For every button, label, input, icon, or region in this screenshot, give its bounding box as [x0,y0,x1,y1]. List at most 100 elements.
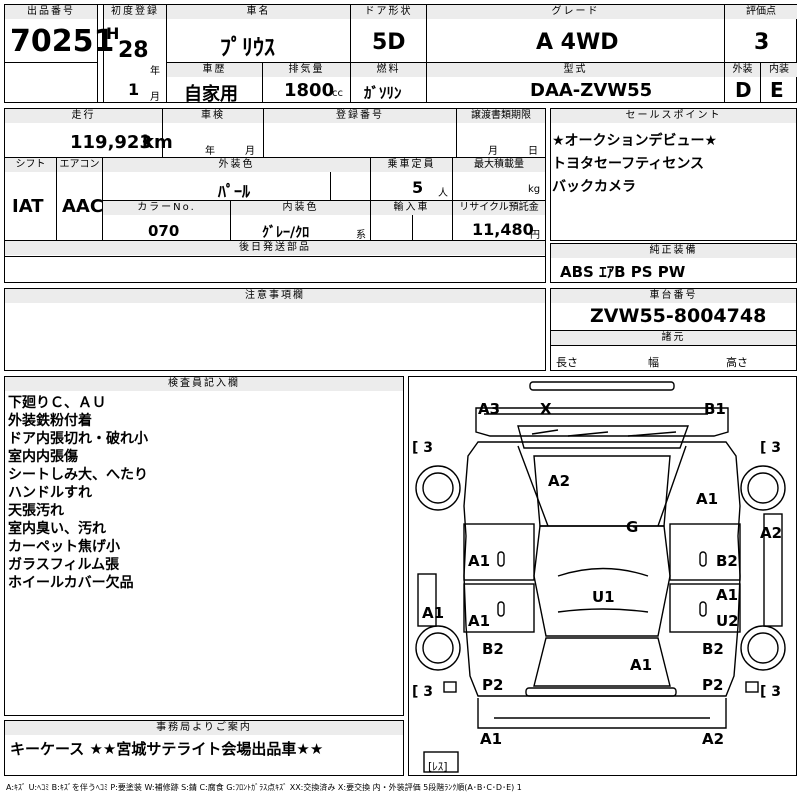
header-block [4,4,797,103]
grade-label: グレード [427,5,724,19]
inspector-label: 検査員記入欄 [5,377,403,391]
mark-right-fender: A1 [696,490,719,508]
history-label: 車歴 [167,63,262,77]
reg-year: 28 [118,38,149,63]
car-diagram [415,381,786,773]
lot-label: 出品番号 [5,5,97,19]
sales-point-block [550,108,797,241]
year-unit: 年 [150,66,160,77]
inspector-note: ホイールカバー欠品 [8,575,134,591]
legend-text: A:ｷｽﾞ U:ﾍｺﾐ B:ｷｽﾞを伴うﾍｺﾐ P:要塗装 W:補修跡 S:錆 … [6,783,522,792]
recycle-unit: 円 [530,230,540,241]
int-value: E [770,78,784,102]
color-value: ﾊﾟｰﾙ [218,182,251,201]
plate-label: 登録番号 [264,109,456,123]
mileage-value: 119,923 [70,132,152,153]
mark-roof: G [626,518,639,536]
tire-bracket-rl: [ 3 [412,684,434,700]
mark-front-center: X [540,400,552,418]
mark-l-side: A1 [422,604,445,622]
mark-cabin: U1 [592,588,615,606]
height-label: 高さ [726,356,748,369]
inspector-note: ドア内張切れ・破れ小 [8,431,148,447]
recycle-value: 11,480 [472,220,534,239]
ac-label: エアコン [57,158,102,172]
recycle-label: リサイクル預託金 [453,201,545,215]
inspector-block [4,376,404,716]
inspector-note: 外装鉄粉付着 [8,413,92,429]
mark-fr-bumper: B1 [704,400,726,418]
ext-label: 外装 [725,63,760,77]
mark-r-front-door: B2 [716,552,738,570]
sales-line: バックカメラ [552,179,636,195]
equipment-label: 純正装備 [551,244,796,258]
disp-label: 排気量 [263,63,350,77]
lot-number: 70251 [10,24,115,59]
transfer-day-unit: 日 [528,146,538,157]
office-text: キーケース ★★宮城サテライト会場出品車★★ [10,740,324,758]
capacity-value: 5 [412,178,424,197]
later-parts-label: 後日発送部品 [5,241,545,255]
disp-unit: cc [332,88,343,99]
caution-label: 注意事項欄 [5,289,545,303]
sales-point-lines: ★オークションデビュー★ トヨタセーフティセンス バックカメラ [552,130,717,199]
door-label: ドア形状 [351,5,426,19]
fuel-label: 燃料 [351,63,426,77]
mark-l-rear: P2 [482,676,504,694]
inspector-note: ハンドルすれ [8,485,92,501]
disp-value: 1800 [284,80,335,101]
sales-line: ★オークションデビュー★ [552,133,718,149]
mark-rr-bumper: A2 [702,730,725,748]
colorno-value: 070 [148,222,180,240]
intcolor-unit: 系 [356,230,366,241]
grade-value: A 4WD [536,30,619,55]
shift-label: シフト [5,158,56,172]
tire-bracket-rr: [ 3 [760,684,782,700]
inspector-note: カーペット焦げ小 [8,539,120,555]
model-value: DAA-ZVW55 [530,80,653,101]
inspector-note: 天張汚れ [8,503,64,519]
mileage-label: 走行 [5,109,162,123]
int-label: 内装 [761,63,797,77]
capacity-label: 乗車定員 [371,158,452,172]
inspector-note: 室内内張傷 [8,449,78,465]
name-label: 車名 [167,5,350,19]
load-unit: kg [528,184,541,195]
mark-fl-bumper: A3 [478,400,501,418]
inspector-notes: 下廻りＣ、ＡＵ 外装鉄粉付着 ドア内張切れ・破れ小 室内内張傷 シートしみ大、へ… [8,394,148,592]
reg-label: 初度登録 [104,5,166,19]
mark-l-front-door: A1 [468,552,491,570]
ext-value: D [735,78,752,102]
mark-l-rear-fender: B2 [482,640,504,658]
mark-r-rear-fender: B2 [702,640,724,658]
mark-hood: A2 [548,472,571,490]
sales-point-label: セールスポイント [551,109,796,123]
fuel-value: ｶﾞｿﾘﾝ [364,84,402,102]
mark-right-edge: A2 [760,524,783,542]
mark-r-rear: P2 [702,676,724,694]
inspector-note: 室内臭い、汚れ [8,521,106,537]
model-label: 型式 [427,63,724,77]
reg-month: 1 [128,80,140,99]
sales-line: トヨタセーフティセンス [552,156,705,172]
inspect-label: 車検 [163,109,263,123]
reg-era: H [106,24,120,43]
chassis-number: ZVW55-8004748 [590,305,767,327]
history-value: 自家用 [184,84,238,105]
mark-rl-bumper: A1 [480,730,503,748]
month-unit: 月 [150,92,160,103]
score-label: 評価点 [725,5,797,19]
office-label: 事務局よりご案内 [5,721,403,735]
door-value: 5D [372,30,406,55]
load-label: 最大積載量 [453,158,545,172]
inspect-month-unit: 月 [245,146,255,157]
tire-bracket-fl: [ 3 [412,440,434,456]
length-label: 長さ [556,356,578,369]
mileage-unit: km [142,132,173,153]
inspector-note: 下廻りＣ、ＡＵ [8,395,106,411]
score-value: 3 [754,30,770,55]
tire-bracket-fr: [ 3 [760,440,782,456]
mark-l-rear-door: A1 [468,612,491,630]
inspector-note: ガラスフィルム張 [8,557,120,573]
width-label: 幅 [648,356,659,369]
